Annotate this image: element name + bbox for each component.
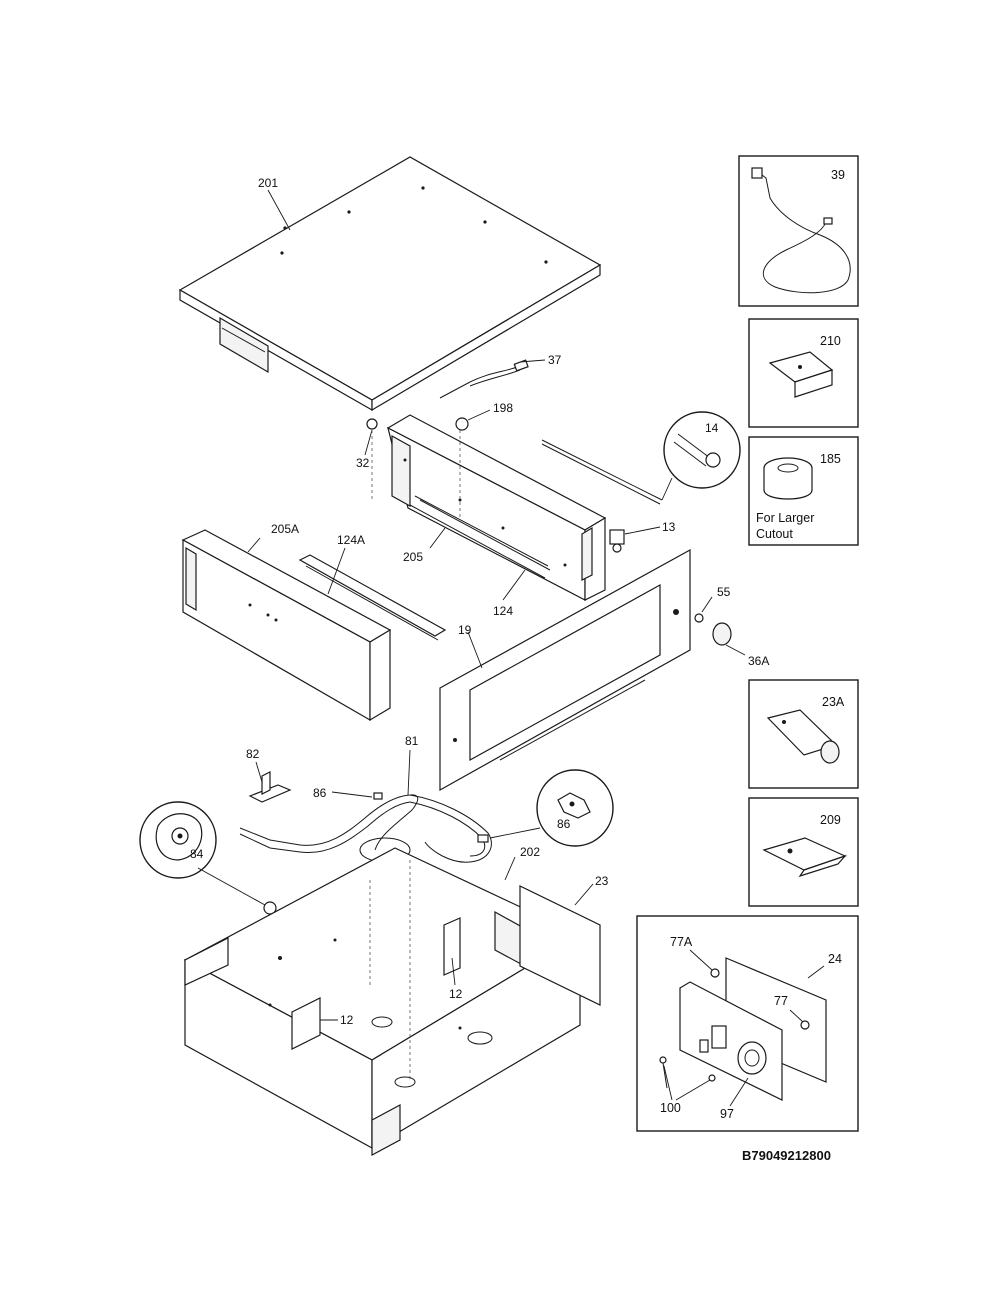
inset-100-label: 100 (660, 1101, 681, 1115)
inset-185: 185 For Larger Cutout (748, 436, 859, 546)
inset-185-caption-2: Cutout (756, 527, 793, 541)
inset-39: 39 (738, 155, 859, 307)
callout-23: 23 (595, 874, 609, 888)
part-205A-side-housing (181, 529, 447, 722)
part-202-base-box (183, 847, 582, 1157)
part-19-frame (439, 548, 691, 792)
part-32-bumper (366, 418, 378, 430)
part-55-screw (694, 613, 704, 623)
part-37-sensor (439, 359, 529, 399)
inset-185-label: 185 (820, 452, 841, 466)
callout-86b: 86 (557, 817, 571, 831)
callout-37: 37 (548, 353, 562, 367)
detail-14-circle (663, 411, 741, 489)
part-23-panel (519, 885, 601, 1006)
part-12-bracket-a (443, 917, 461, 976)
callout-14: 14 (705, 421, 719, 435)
callout-13: 13 (662, 520, 676, 534)
callout-12a: 12 (449, 987, 463, 1001)
inset-97-label: 97 (720, 1107, 734, 1121)
part-201-top-panel (178, 156, 602, 412)
inset-24-label: 24 (828, 952, 842, 966)
inset-23A-label: 23A (822, 695, 845, 709)
inset-23A: 23A (748, 679, 859, 789)
callout-205: 205 (403, 550, 423, 564)
callout-201: 201 (258, 176, 278, 190)
part-14-rod (541, 439, 663, 501)
callout-36A: 36A (748, 654, 769, 668)
callout-32: 32 (356, 456, 370, 470)
inset-39-label: 39 (831, 168, 845, 182)
callout-84: 84 (190, 847, 204, 861)
callout-86a: 86 (313, 786, 327, 800)
inset-24-control: 24 77A 77 100 97 (636, 915, 859, 1132)
inset-209: 209 (748, 797, 859, 907)
callout-202: 202 (520, 845, 540, 859)
callout-205A: 205A (271, 522, 299, 536)
part-86-clip-b (477, 834, 489, 843)
callout-55: 55 (717, 585, 731, 599)
part-205-housing (386, 414, 607, 601)
callout-82: 82 (246, 747, 260, 761)
part-198-bushing (455, 417, 469, 431)
diagram-code: B79049212800 (742, 1148, 831, 1163)
callout-19: 19 (458, 623, 472, 637)
callout-81: 81 (405, 734, 419, 748)
part-86-clip-a (373, 792, 383, 800)
callout-124: 124 (493, 604, 513, 618)
callout-198: 198 (493, 401, 513, 415)
inset-209-label: 209 (820, 813, 841, 827)
part-36A-knob (712, 622, 732, 646)
callout-12b: 12 (340, 1013, 354, 1027)
inset-77A-label: 77A (670, 935, 693, 949)
inset-210-label: 210 (820, 334, 841, 348)
inset-210: 210 (748, 318, 859, 428)
part-82-bracket (248, 771, 292, 803)
inset-77-label: 77 (774, 994, 788, 1008)
part-12-bracket-b (291, 997, 321, 1050)
callout-124A: 124A (337, 533, 365, 547)
part-13-switch (609, 529, 625, 553)
inset-185-caption-1: For Larger (756, 511, 814, 525)
